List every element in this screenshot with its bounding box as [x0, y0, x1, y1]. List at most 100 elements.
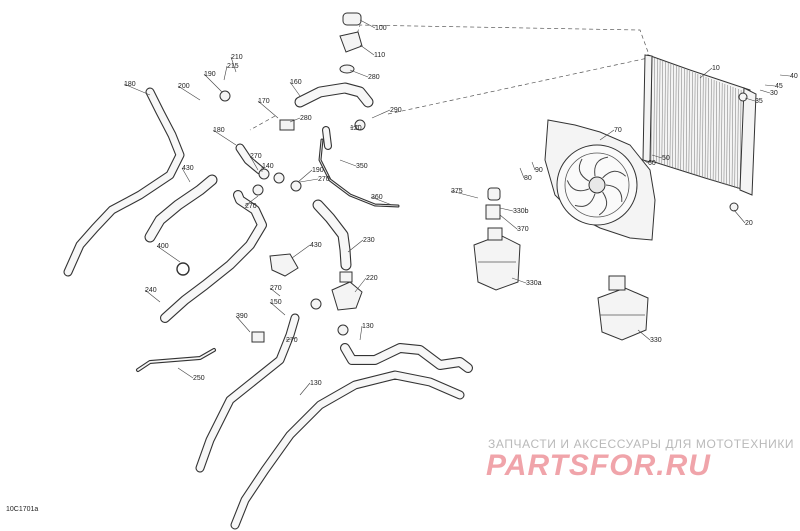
radiator-fin [712, 79, 715, 181]
filler-neck [339, 12, 363, 74]
callout-leader [203, 73, 223, 93]
callout-label: 270 [250, 153, 262, 160]
callout-leader [177, 85, 201, 101]
coolant-hose [318, 138, 400, 208]
coolant-hose-inner [319, 139, 399, 207]
callout-label: 140 [262, 163, 274, 170]
callout-label: 210 [231, 54, 243, 61]
radiator-fin [661, 60, 664, 164]
callout-leader [359, 325, 363, 341]
radiator-fin [677, 66, 680, 170]
callout-leader [123, 83, 151, 96]
callout-leader [289, 117, 301, 123]
callout-label: 130 [362, 323, 374, 330]
callout-label: 350 [356, 163, 368, 170]
radiator-fin [726, 84, 728, 186]
callout-leader [699, 67, 713, 79]
callout-leader [285, 337, 297, 341]
callout-leader [511, 277, 527, 284]
coolant-hose-inner [161, 191, 266, 322]
callout-label: 290 [390, 107, 402, 114]
callout-leader [299, 382, 311, 396]
callout-label: 270 [318, 176, 330, 183]
callout-leader [359, 19, 376, 29]
radiator-fin [710, 78, 712, 180]
callout-label: 330b [513, 208, 529, 215]
radiator-fin [718, 81, 720, 183]
radiator-fin [731, 86, 734, 188]
fan-blade [594, 156, 609, 177]
callout-leader [354, 277, 367, 293]
callout-leader [212, 129, 237, 146]
fan-blade [598, 191, 608, 216]
callout-leader [519, 167, 525, 179]
radiator-fin [737, 88, 739, 189]
callout-label: 230 [363, 237, 375, 244]
callout-leader [744, 97, 756, 102]
callout-leader [244, 195, 259, 207]
callout-leader [181, 167, 191, 183]
callout-labels: 1020303540455060708090100110120130130140… [124, 25, 798, 387]
callout-label: 240 [145, 287, 157, 294]
radiator-fin [658, 59, 661, 163]
fan-blade [578, 158, 590, 182]
radiator-fin [664, 61, 666, 165]
coolant-hose-inner [64, 88, 184, 276]
callout-leader [599, 129, 615, 141]
callout-leader [347, 239, 364, 253]
callout-leader [291, 244, 311, 259]
watermark-logo: PARTSFOR.RU [486, 449, 711, 482]
callout-leader [733, 209, 746, 224]
callout-label: 160 [290, 79, 302, 86]
callout-label: 30 [770, 90, 778, 97]
callout-leader [759, 89, 771, 94]
callout-leader [764, 84, 776, 87]
radiator-fin [734, 87, 736, 188]
callout-leader [531, 161, 536, 171]
coolant-hose-inner [323, 127, 331, 149]
radiator-fin [680, 67, 682, 170]
callout-leader [637, 329, 651, 341]
radiator-fin [707, 77, 709, 179]
callout-label: 50 [662, 155, 670, 162]
callout-label: 45 [775, 83, 783, 90]
callout-label: 70 [614, 127, 622, 134]
radiator-fin [685, 69, 688, 172]
callout-label: 60 [648, 160, 656, 167]
callout-label: 270 [270, 285, 282, 292]
coolant-hose [160, 190, 267, 323]
cap-330b [485, 187, 501, 220]
callout-leader [349, 124, 361, 129]
callout-label: 430 [310, 242, 322, 249]
callout-leader [269, 287, 281, 297]
callout-leader [639, 157, 649, 164]
radiator-fin [669, 63, 672, 167]
callout-leader [299, 178, 319, 183]
callout-leader [297, 169, 313, 183]
callout-leader [144, 289, 161, 303]
callout-label: 375 [451, 188, 463, 195]
radiator-fin [729, 85, 731, 187]
fittings [176, 90, 748, 343]
callout-label: 250 [193, 375, 205, 382]
callout-label: 280 [300, 115, 312, 122]
fan-blade [605, 184, 623, 202]
callout-label: 220 [366, 275, 378, 282]
callout-label: 120 [350, 125, 362, 132]
callout-label: 40 [790, 73, 798, 80]
callout-label: 100 [375, 25, 387, 32]
radiator-fin [688, 70, 691, 173]
coolant-tank-330 [597, 275, 649, 341]
callout-label: 90 [535, 167, 543, 174]
callout-leader [339, 159, 357, 167]
callout-leader [177, 367, 194, 379]
radiator-fin [702, 75, 704, 178]
callout-label: 20 [745, 220, 753, 227]
callout-leader [651, 154, 663, 159]
callout-label: 150 [270, 299, 282, 306]
callout-leader [370, 196, 393, 206]
radiator-fin [672, 64, 674, 168]
leader-lines [123, 19, 791, 396]
radiator-fin [704, 76, 707, 179]
callout-label: 190 [204, 71, 216, 78]
